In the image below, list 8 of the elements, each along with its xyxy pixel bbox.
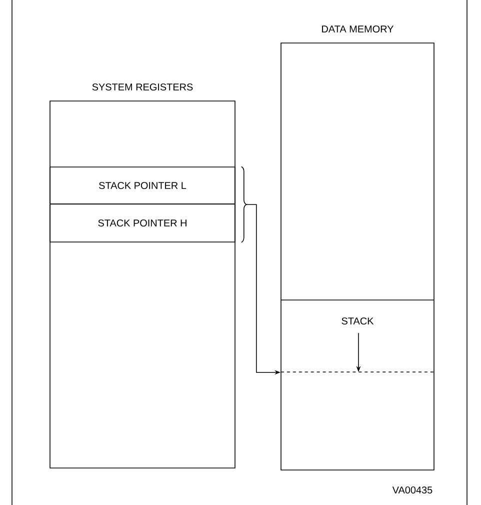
register-row: STACK POINTER H — [50, 204, 236, 242]
register-row: STACK POINTER L — [50, 166, 236, 204]
memory-column — [280, 25, 434, 470]
register-column — [50, 83, 236, 468]
figure-code: VA00435 — [392, 486, 432, 494]
column-heading: DATA MEMORY — [322, 25, 394, 33]
column-heading: SYSTEM REGISTERS — [92, 83, 193, 91]
stack-region: STACK — [280, 300, 434, 372]
